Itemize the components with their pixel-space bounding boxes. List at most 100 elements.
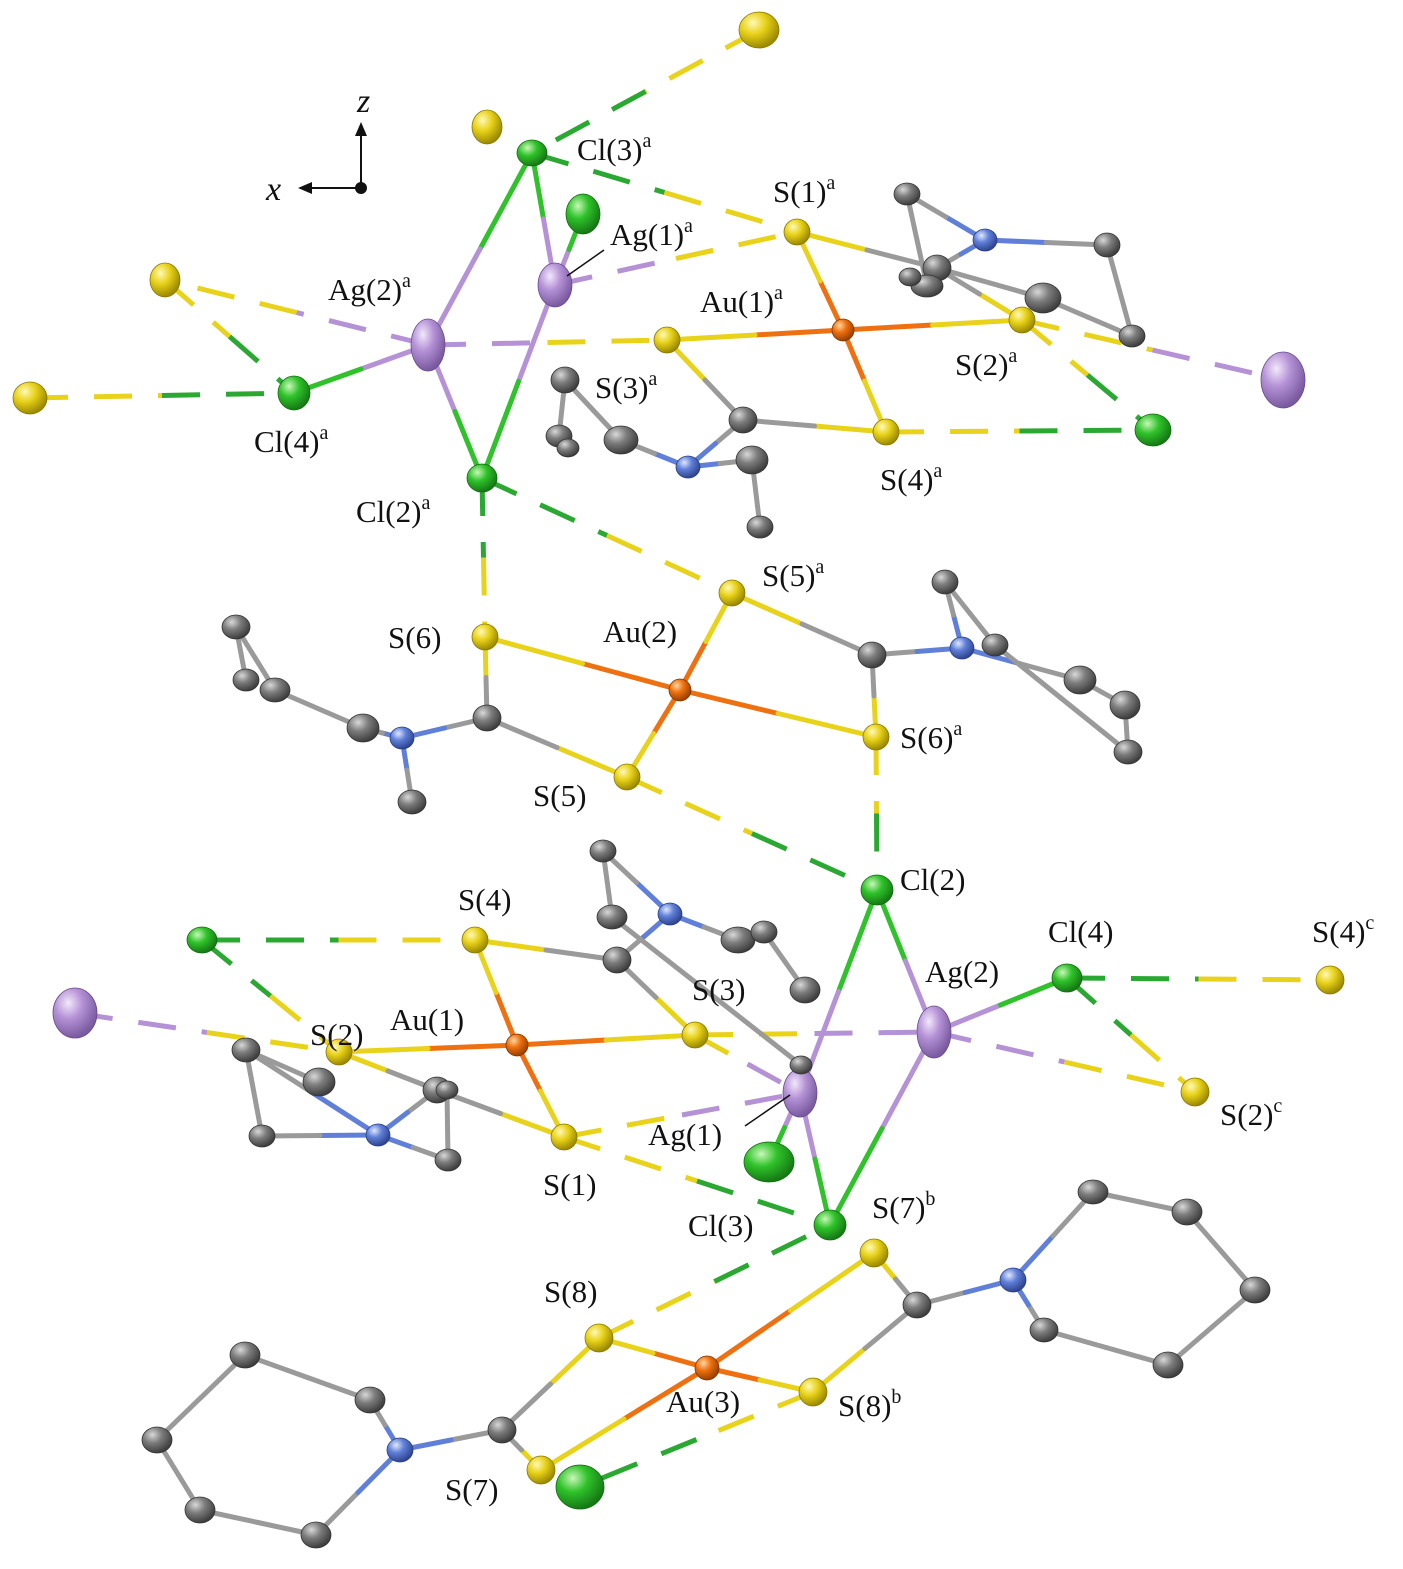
atom-c bbox=[857, 641, 887, 669]
contact-dash bbox=[1021, 317, 1154, 353]
contact-dash bbox=[547, 337, 668, 345]
atom-label-s8b: S(8)b bbox=[838, 1386, 901, 1423]
contact-dash bbox=[644, 27, 761, 94]
atom-s bbox=[461, 926, 489, 954]
atom-n bbox=[949, 636, 975, 660]
contact-dash bbox=[663, 190, 798, 235]
contact-dash bbox=[530, 89, 647, 156]
atom-c bbox=[141, 1426, 173, 1454]
contact-dash bbox=[268, 994, 341, 1054]
atom-n bbox=[365, 1123, 391, 1147]
bond bbox=[836, 887, 880, 994]
atom-n bbox=[389, 726, 415, 750]
atom-c bbox=[1029, 1317, 1059, 1343]
atom-n bbox=[675, 455, 701, 479]
atom-label-s3a: S(3)a bbox=[595, 368, 657, 405]
contact-dash bbox=[681, 1090, 801, 1118]
atom-c bbox=[434, 1148, 462, 1172]
atom-label-s5a: S(5)a bbox=[762, 556, 824, 593]
contact-dash bbox=[696, 1178, 831, 1228]
atom-label-main: Au(1) bbox=[700, 284, 774, 319]
atom-label-main: S(1) bbox=[543, 1167, 596, 1202]
bond bbox=[514, 1037, 609, 1048]
atom-label-sup: a bbox=[826, 172, 835, 194]
atom-n bbox=[657, 902, 683, 926]
atom-s bbox=[738, 11, 780, 49]
atom-s bbox=[681, 1021, 709, 1049]
axis-indicator: z x bbox=[265, 83, 370, 208]
atom-label-sup: a bbox=[402, 270, 411, 292]
atom-c bbox=[596, 904, 628, 930]
bond bbox=[482, 634, 585, 666]
atom-ag bbox=[1260, 351, 1306, 409]
bond bbox=[775, 711, 879, 740]
atom-s bbox=[862, 723, 890, 751]
atom-label-cl2: Cl(2) bbox=[900, 862, 965, 897]
atom-s bbox=[783, 218, 811, 246]
contact-dash bbox=[295, 310, 429, 348]
bond bbox=[477, 150, 535, 252]
atom-s bbox=[584, 1323, 614, 1353]
leader-line bbox=[744, 1094, 791, 1127]
atom-n bbox=[999, 1267, 1027, 1293]
contact-dash bbox=[1198, 976, 1331, 983]
contact-dash bbox=[1019, 427, 1154, 434]
atom-c bbox=[1118, 324, 1146, 348]
atom-label-s7b: S(7)b bbox=[872, 1188, 935, 1225]
atom-label-main: Ag(1) bbox=[610, 217, 684, 252]
atom-s bbox=[12, 381, 48, 415]
atom-c bbox=[346, 713, 380, 743]
atom-ag bbox=[782, 1068, 818, 1118]
atom-c bbox=[1063, 665, 1097, 695]
atom-c bbox=[746, 515, 774, 539]
atom-s bbox=[149, 262, 181, 298]
atom-c bbox=[300, 1521, 332, 1549]
atom-label-s6a: S(6)a bbox=[900, 718, 962, 755]
x-axis-label: x bbox=[265, 171, 281, 208]
atom-c bbox=[550, 366, 580, 394]
atom-c bbox=[603, 425, 639, 455]
contact-dash bbox=[1020, 318, 1090, 377]
contact-dash bbox=[563, 1112, 683, 1140]
atom-s bbox=[859, 1238, 889, 1268]
atom-c bbox=[1093, 232, 1121, 258]
atom-s bbox=[471, 623, 499, 651]
contact-dash bbox=[750, 831, 879, 893]
atom-label-main: Ag(2) bbox=[925, 954, 999, 989]
contact-dash bbox=[874, 813, 880, 891]
atom-label-sup: b bbox=[891, 1386, 901, 1408]
atom-label-s4: S(4) bbox=[458, 882, 511, 917]
contact-dash bbox=[29, 393, 163, 401]
atom-c bbox=[354, 1386, 386, 1414]
contact-dash bbox=[164, 277, 298, 315]
atom-label-s5: S(5) bbox=[533, 778, 586, 813]
atom-c bbox=[898, 267, 922, 287]
atom-label-au3: Au(3) bbox=[666, 1384, 740, 1419]
bond bbox=[788, 1250, 877, 1313]
atom-label-main: Ag(1) bbox=[648, 1117, 722, 1152]
atom-c bbox=[1239, 1276, 1271, 1304]
atom-s bbox=[526, 1455, 556, 1485]
atom-labels: Cl(3)aS(1)aAg(1)aAg(2)aAu(1)aS(2)aS(3)aC… bbox=[254, 130, 1374, 1507]
atom-s bbox=[471, 109, 503, 145]
atom-label-cl3a: Cl(3)a bbox=[577, 130, 651, 167]
atom-label-s3: S(3) bbox=[692, 972, 745, 1007]
contact-dash bbox=[675, 229, 798, 261]
atom-c bbox=[435, 1080, 459, 1100]
atom-label-main: S(7) bbox=[445, 1472, 498, 1507]
atom-c bbox=[1024, 282, 1062, 314]
atom-label-sup: c bbox=[1273, 1095, 1282, 1117]
contact-dash bbox=[554, 256, 677, 288]
atom-label-sup: b bbox=[925, 1188, 935, 1210]
atom-s bbox=[798, 1377, 828, 1407]
atom-cl bbox=[516, 139, 548, 167]
atom-cl bbox=[186, 926, 218, 954]
atom-label-main: Cl(3) bbox=[688, 1208, 753, 1243]
atom-cl bbox=[466, 463, 498, 493]
atom-label-main: S(6) bbox=[388, 620, 441, 655]
atom-cl bbox=[555, 1464, 605, 1510]
bond bbox=[827, 1126, 885, 1228]
atom-label-s7: S(7) bbox=[445, 1472, 498, 1507]
atom-label-ag2a: Ag(2)a bbox=[328, 270, 411, 307]
bond bbox=[479, 379, 521, 481]
